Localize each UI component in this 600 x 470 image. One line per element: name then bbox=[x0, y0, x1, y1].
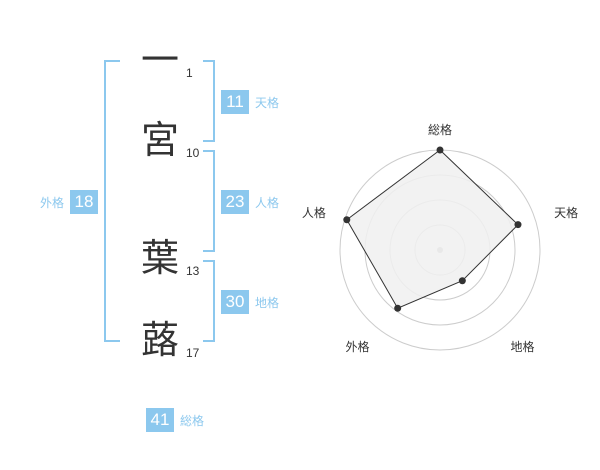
jinkaku-score: 23 人格 bbox=[221, 190, 279, 214]
radar-point-1 bbox=[436, 146, 444, 154]
tenkaku-label: 天格 bbox=[255, 95, 280, 110]
name-char-1: 一 bbox=[140, 38, 179, 82]
chikaku-score: 30 地格 bbox=[221, 290, 279, 314]
name-char-4: 蕗 bbox=[140, 318, 179, 362]
name-char-2: 宮 bbox=[140, 118, 179, 162]
chikaku-label: 地格 bbox=[255, 295, 280, 310]
radar-point-5 bbox=[343, 216, 351, 224]
name-char-3: 葉 bbox=[140, 236, 179, 280]
soukaku-score: 41 総格 bbox=[146, 408, 204, 432]
stroke-count-1: 1 bbox=[186, 66, 193, 80]
jinkaku-label: 人格 bbox=[255, 195, 280, 210]
jinkaku-value: 23 bbox=[221, 190, 249, 214]
chikaku-value: 30 bbox=[221, 290, 249, 314]
radar-axis-label-2: 天格 bbox=[554, 205, 578, 220]
radar-axis-label-4: 外格 bbox=[345, 339, 369, 354]
radar-series-polygon bbox=[346, 149, 519, 309]
radar-point-2 bbox=[514, 221, 522, 229]
radar-point-4 bbox=[394, 304, 402, 312]
gaikaku-value: 18 bbox=[70, 190, 99, 214]
radar-axis-label-1: 総格 bbox=[428, 122, 452, 137]
gaikaku-score: 外格 18 bbox=[40, 190, 99, 214]
radar-axis-label-3: 地格 bbox=[511, 339, 535, 354]
tenkaku-value: 11 bbox=[221, 90, 249, 114]
radar-axis-label-5: 人格 bbox=[302, 205, 326, 220]
jinkaku-bracket bbox=[203, 150, 215, 252]
chikaku-bracket bbox=[203, 260, 215, 342]
stroke-count-2: 10 bbox=[186, 146, 200, 160]
gaikaku-label: 外格 bbox=[40, 195, 65, 210]
radar-point-3 bbox=[458, 277, 466, 285]
gaikaku-bracket bbox=[104, 60, 120, 342]
soukaku-value: 41 bbox=[146, 408, 174, 432]
stroke-count-3: 13 bbox=[186, 264, 200, 278]
stroke-count-4: 17 bbox=[186, 346, 200, 360]
soukaku-label: 総格 bbox=[180, 413, 205, 428]
tenkaku-bracket bbox=[203, 60, 215, 142]
tenkaku-score: 11 天格 bbox=[221, 90, 279, 114]
